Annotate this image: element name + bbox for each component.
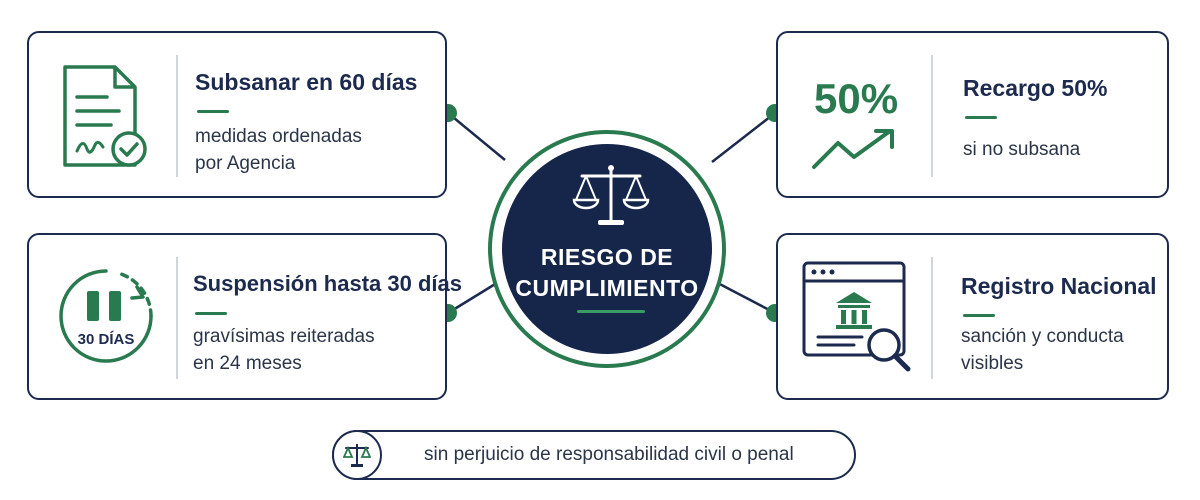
card-divider xyxy=(931,257,933,379)
card-description-line: visibles xyxy=(961,353,1024,374)
card-description: gravísimas reiteradas en 24 meses xyxy=(193,323,375,377)
pause-timer-icon xyxy=(59,269,153,363)
signed-document-check-icon xyxy=(63,65,147,167)
card-description-line: en 24 meses xyxy=(193,353,302,374)
card-description-line: gravísimas reiteradas xyxy=(193,326,375,347)
card-accent-line xyxy=(195,312,227,315)
card-title: Suspensión hasta 30 días xyxy=(193,271,462,296)
card-title: Recargo 50% xyxy=(963,75,1108,101)
footer-icon-circle xyxy=(332,430,382,480)
trend-up-arrow-icon xyxy=(812,129,894,169)
card-title: Subsanar en 60 días xyxy=(195,69,418,95)
card-subsanar: Subsanar en 60 días medidas ordenadas po… xyxy=(27,31,447,198)
card-title: Registro Nacional xyxy=(961,273,1157,299)
center-accent-line xyxy=(577,310,645,313)
center-title-line: CUMPLIMIENTO xyxy=(515,275,699,301)
center-badge: RIESGO DE CUMPLIMIENTO xyxy=(488,130,726,368)
connector-top-right xyxy=(711,112,776,163)
card-description: sanción y conducta visibles xyxy=(961,323,1124,377)
card-description: medidas ordenadas por Agencia xyxy=(195,123,362,177)
center-title: RIESGO DE CUMPLIMIENTO xyxy=(502,242,712,304)
footer-text: sin perjuicio de responsabilidad civil o… xyxy=(424,444,794,465)
scales-icon xyxy=(343,444,371,467)
timer-label: 30 DÍAS xyxy=(77,331,135,348)
card-divider xyxy=(176,257,178,379)
card-description-line: si no subsana xyxy=(963,139,1081,160)
center-badge-inner: RIESGO DE CUMPLIMIENTO xyxy=(502,144,712,354)
card-accent-line xyxy=(965,116,997,119)
percentage-label: 50% xyxy=(814,75,899,122)
card-divider xyxy=(176,55,178,177)
card-recargo: 50% Recargo 50% si no subsana xyxy=(776,31,1169,198)
card-accent-line xyxy=(963,314,995,317)
card-description-line: por Agencia xyxy=(195,153,296,174)
center-title-line: RIESGO DE xyxy=(540,244,674,270)
connector-top-left xyxy=(447,112,506,161)
card-divider xyxy=(931,55,933,177)
connector-bottom-right xyxy=(711,278,776,315)
card-description-line: medidas ordenadas xyxy=(195,126,362,147)
registry-search-icon xyxy=(802,261,911,372)
card-registro: Registro Nacional sanción y conducta vis… xyxy=(776,233,1169,400)
card-description-line: sanción y conducta xyxy=(961,326,1124,347)
card-accent-line xyxy=(197,110,229,113)
footer-note: sin perjuicio de responsabilidad civil o… xyxy=(332,430,856,480)
card-suspension: 30 DÍAS Suspensión hasta 30 días gravísi… xyxy=(27,233,462,400)
card-description: si no subsana xyxy=(963,136,1080,163)
scales-icon xyxy=(572,165,650,225)
